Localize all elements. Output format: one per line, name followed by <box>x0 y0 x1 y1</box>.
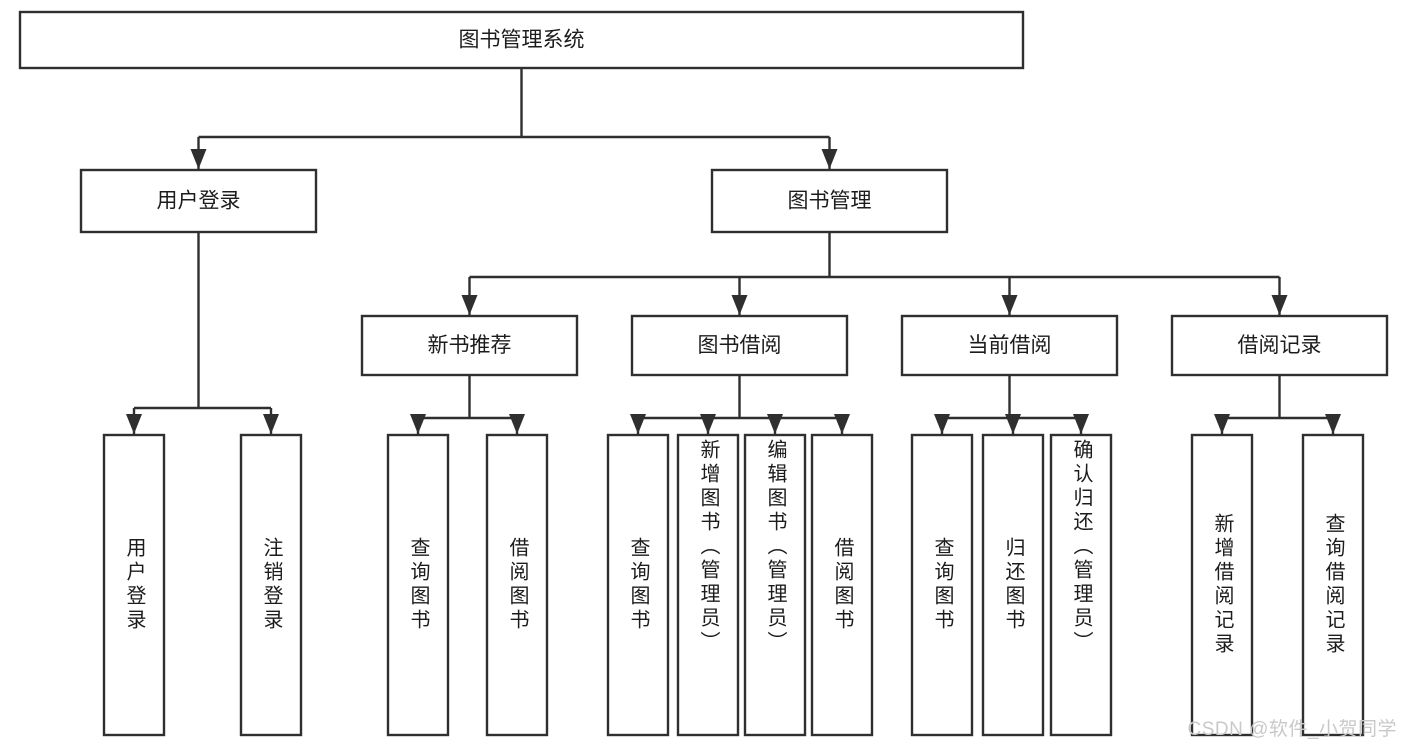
arrow-head-icon <box>190 149 207 169</box>
node-current-borrow-label: 当前借阅 <box>968 334 1052 357</box>
node-leaf-query-book-3[interactable] <box>910 433 974 737</box>
node-root-system-label: 图书管理系统 <box>459 29 585 52</box>
node-leaf-add-book-admin[interactable] <box>676 433 740 737</box>
node-user-login[interactable] <box>79 168 318 234</box>
node-new-book-recommend-label: 新书推荐 <box>428 334 512 357</box>
arrow-head-icon <box>461 295 478 315</box>
csdn-watermark: CSDN @软件_小贺同学 <box>1187 719 1397 740</box>
arrow-head-icon <box>1073 414 1089 434</box>
node-leaf-edit-book-admin[interactable] <box>743 433 807 737</box>
node-new-book-recommend[interactable] <box>360 314 579 377</box>
arrow-head-icon <box>1214 414 1230 434</box>
node-current-borrow[interactable] <box>900 314 1119 377</box>
node-leaf-query-book-1[interactable] <box>386 433 450 737</box>
node-borrow-record[interactable] <box>1170 314 1389 377</box>
arrow-head-icon <box>126 414 142 434</box>
node-leaf-query-book-2[interactable] <box>606 433 670 737</box>
node-root-system[interactable] <box>18 10 1025 70</box>
arrow-head-icon <box>821 149 838 169</box>
node-book-management[interactable] <box>710 168 949 234</box>
connector-lines-layer <box>126 68 1341 434</box>
node-boxes-layer <box>18 10 1389 737</box>
node-user-login-label: 用户登录 <box>157 190 241 213</box>
arrow-head-icon <box>630 414 646 434</box>
node-leaf-user-login[interactable] <box>102 433 166 737</box>
node-book-borrow[interactable] <box>630 314 849 377</box>
node-leaf-borrow-book-1[interactable] <box>485 433 549 737</box>
arrow-head-icon <box>700 414 716 434</box>
node-leaf-borrow-book-2[interactable] <box>810 433 874 737</box>
node-book-borrow-label: 图书借阅 <box>698 334 782 357</box>
arrow-head-icon <box>934 414 950 434</box>
node-leaf-return-book[interactable] <box>981 433 1045 737</box>
arrow-head-icon <box>1001 295 1018 315</box>
arrow-head-icon <box>410 414 426 434</box>
node-book-management-label: 图书管理 <box>788 190 872 213</box>
arrow-head-icon <box>1325 414 1341 434</box>
arrow-head-icon <box>1271 295 1288 315</box>
node-leaf-logout-login[interactable] <box>239 433 303 737</box>
node-borrow-record-label: 借阅记录 <box>1238 334 1322 357</box>
arrow-head-icon <box>263 414 279 434</box>
arrow-head-icon <box>767 414 783 434</box>
node-leaf-confirm-return-admin[interactable] <box>1049 433 1113 737</box>
arrow-head-icon <box>731 295 748 315</box>
arrow-head-icon <box>1005 414 1021 434</box>
arrow-head-icon <box>509 414 525 434</box>
arrow-head-icon <box>834 414 850 434</box>
node-leaf-query-borrow-record[interactable] <box>1301 433 1365 737</box>
node-leaf-add-borrow-record[interactable] <box>1190 433 1254 737</box>
